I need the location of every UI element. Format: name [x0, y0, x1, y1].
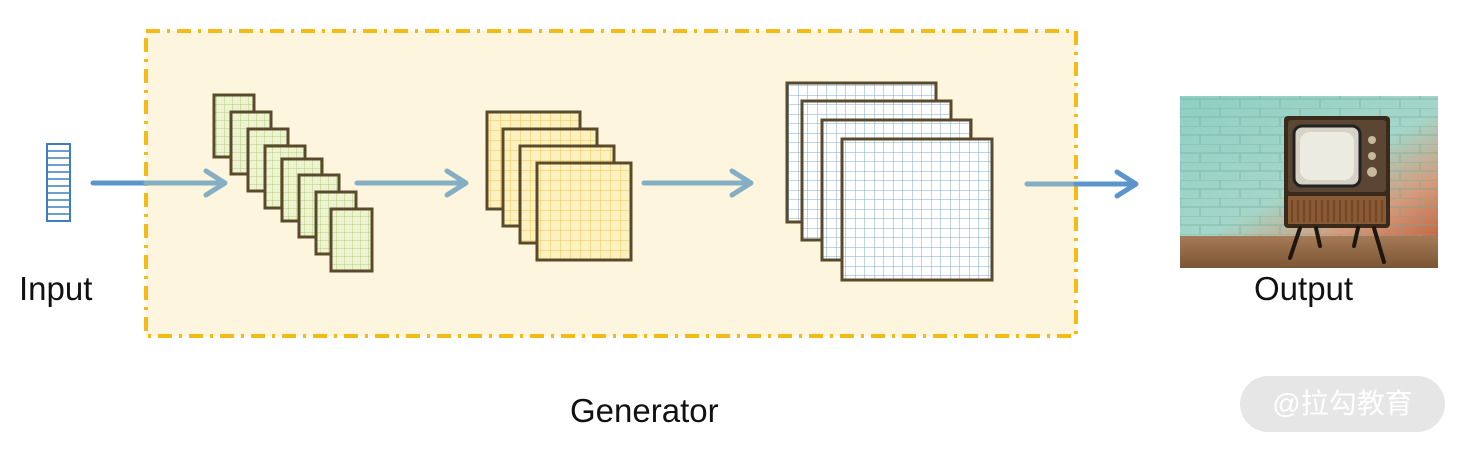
feature-stack-1 [212, 93, 374, 273]
feature-stack-3 [785, 81, 994, 282]
feature-stack-2 [485, 110, 633, 262]
input-vector-icon [46, 143, 71, 222]
arrow-layer1-to-layer2 [354, 168, 469, 198]
input-label: Input [19, 270, 93, 307]
generator-label: Generator [570, 392, 719, 429]
watermark-badge: @拉勾教育 [1240, 376, 1445, 432]
arrow-to-output [1024, 169, 1139, 199]
arrow-input-to-layer1 [90, 168, 228, 198]
output-label: Output [1254, 270, 1354, 307]
output-tv-photo [1180, 96, 1438, 268]
arrow-layer2-to-layer3 [641, 168, 754, 198]
